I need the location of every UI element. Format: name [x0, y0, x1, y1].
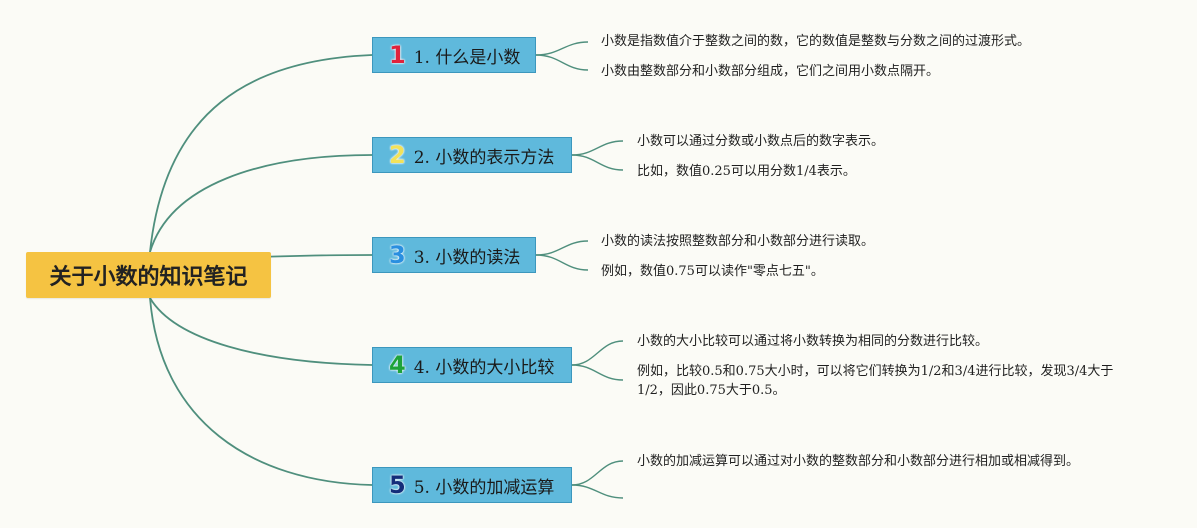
- number-one-icon: 1: [389, 41, 406, 69]
- branch-label: 3. 小数的读法: [413, 247, 521, 268]
- note-comparison-example[interactable]: 例如，比较0.5和0.75大小时，可以将它们转换为1/2和3/4进行比较，发现3…: [637, 364, 1114, 398]
- branch-add-subtract[interactable]: 5 5. 小数的加减运算: [372, 467, 572, 503]
- number-four-icon: 4: [389, 351, 406, 379]
- note-definition[interactable]: 小数是指数值介于整数之间的数，它的数值是整数与分数之间的过渡形式。: [601, 34, 1031, 49]
- branch-label: 1. 什么是小数: [413, 47, 521, 68]
- root-topic[interactable]: 关于小数的知识笔记: [26, 252, 271, 298]
- branch-label: 2. 小数的表示方法: [413, 147, 555, 168]
- note-representation-example[interactable]: 比如，数值0.25可以用分数1/4表示。: [637, 164, 856, 179]
- note-representation[interactable]: 小数可以通过分数或小数点后的数字表示。: [637, 134, 885, 149]
- note-reading[interactable]: 小数的读法按照整数部分和小数部分进行读取。: [601, 234, 875, 249]
- root-title: 关于小数的知识笔记: [49, 265, 248, 290]
- number-three-icon: 3: [389, 241, 406, 269]
- note-reading-example[interactable]: 例如，数值0.75可以读作"零点七五"。: [601, 264, 824, 279]
- branch-comparison[interactable]: 4 4. 小数的大小比较: [372, 347, 572, 383]
- branch-label: 4. 小数的大小比较: [413, 357, 555, 378]
- branch-representation[interactable]: 2 2. 小数的表示方法: [372, 137, 572, 173]
- number-two-icon: 2: [389, 141, 406, 169]
- note-add-subtract[interactable]: 小数的加减运算可以通过对小数的整数部分和小数部分进行相加或相减得到。: [637, 454, 1080, 469]
- branch-what-is-decimal[interactable]: 1 1. 什么是小数: [372, 37, 536, 73]
- branch-label: 5. 小数的加减运算: [413, 477, 555, 498]
- note-composition[interactable]: 小数由整数部分和小数部分组成，它们之间用小数点隔开。: [601, 64, 940, 79]
- branch-reading[interactable]: 3 3. 小数的读法: [372, 237, 536, 273]
- number-five-icon: 5: [389, 471, 406, 499]
- note-comparison[interactable]: 小数的大小比较可以通过将小数转换为相同的分数进行比较。: [637, 334, 989, 349]
